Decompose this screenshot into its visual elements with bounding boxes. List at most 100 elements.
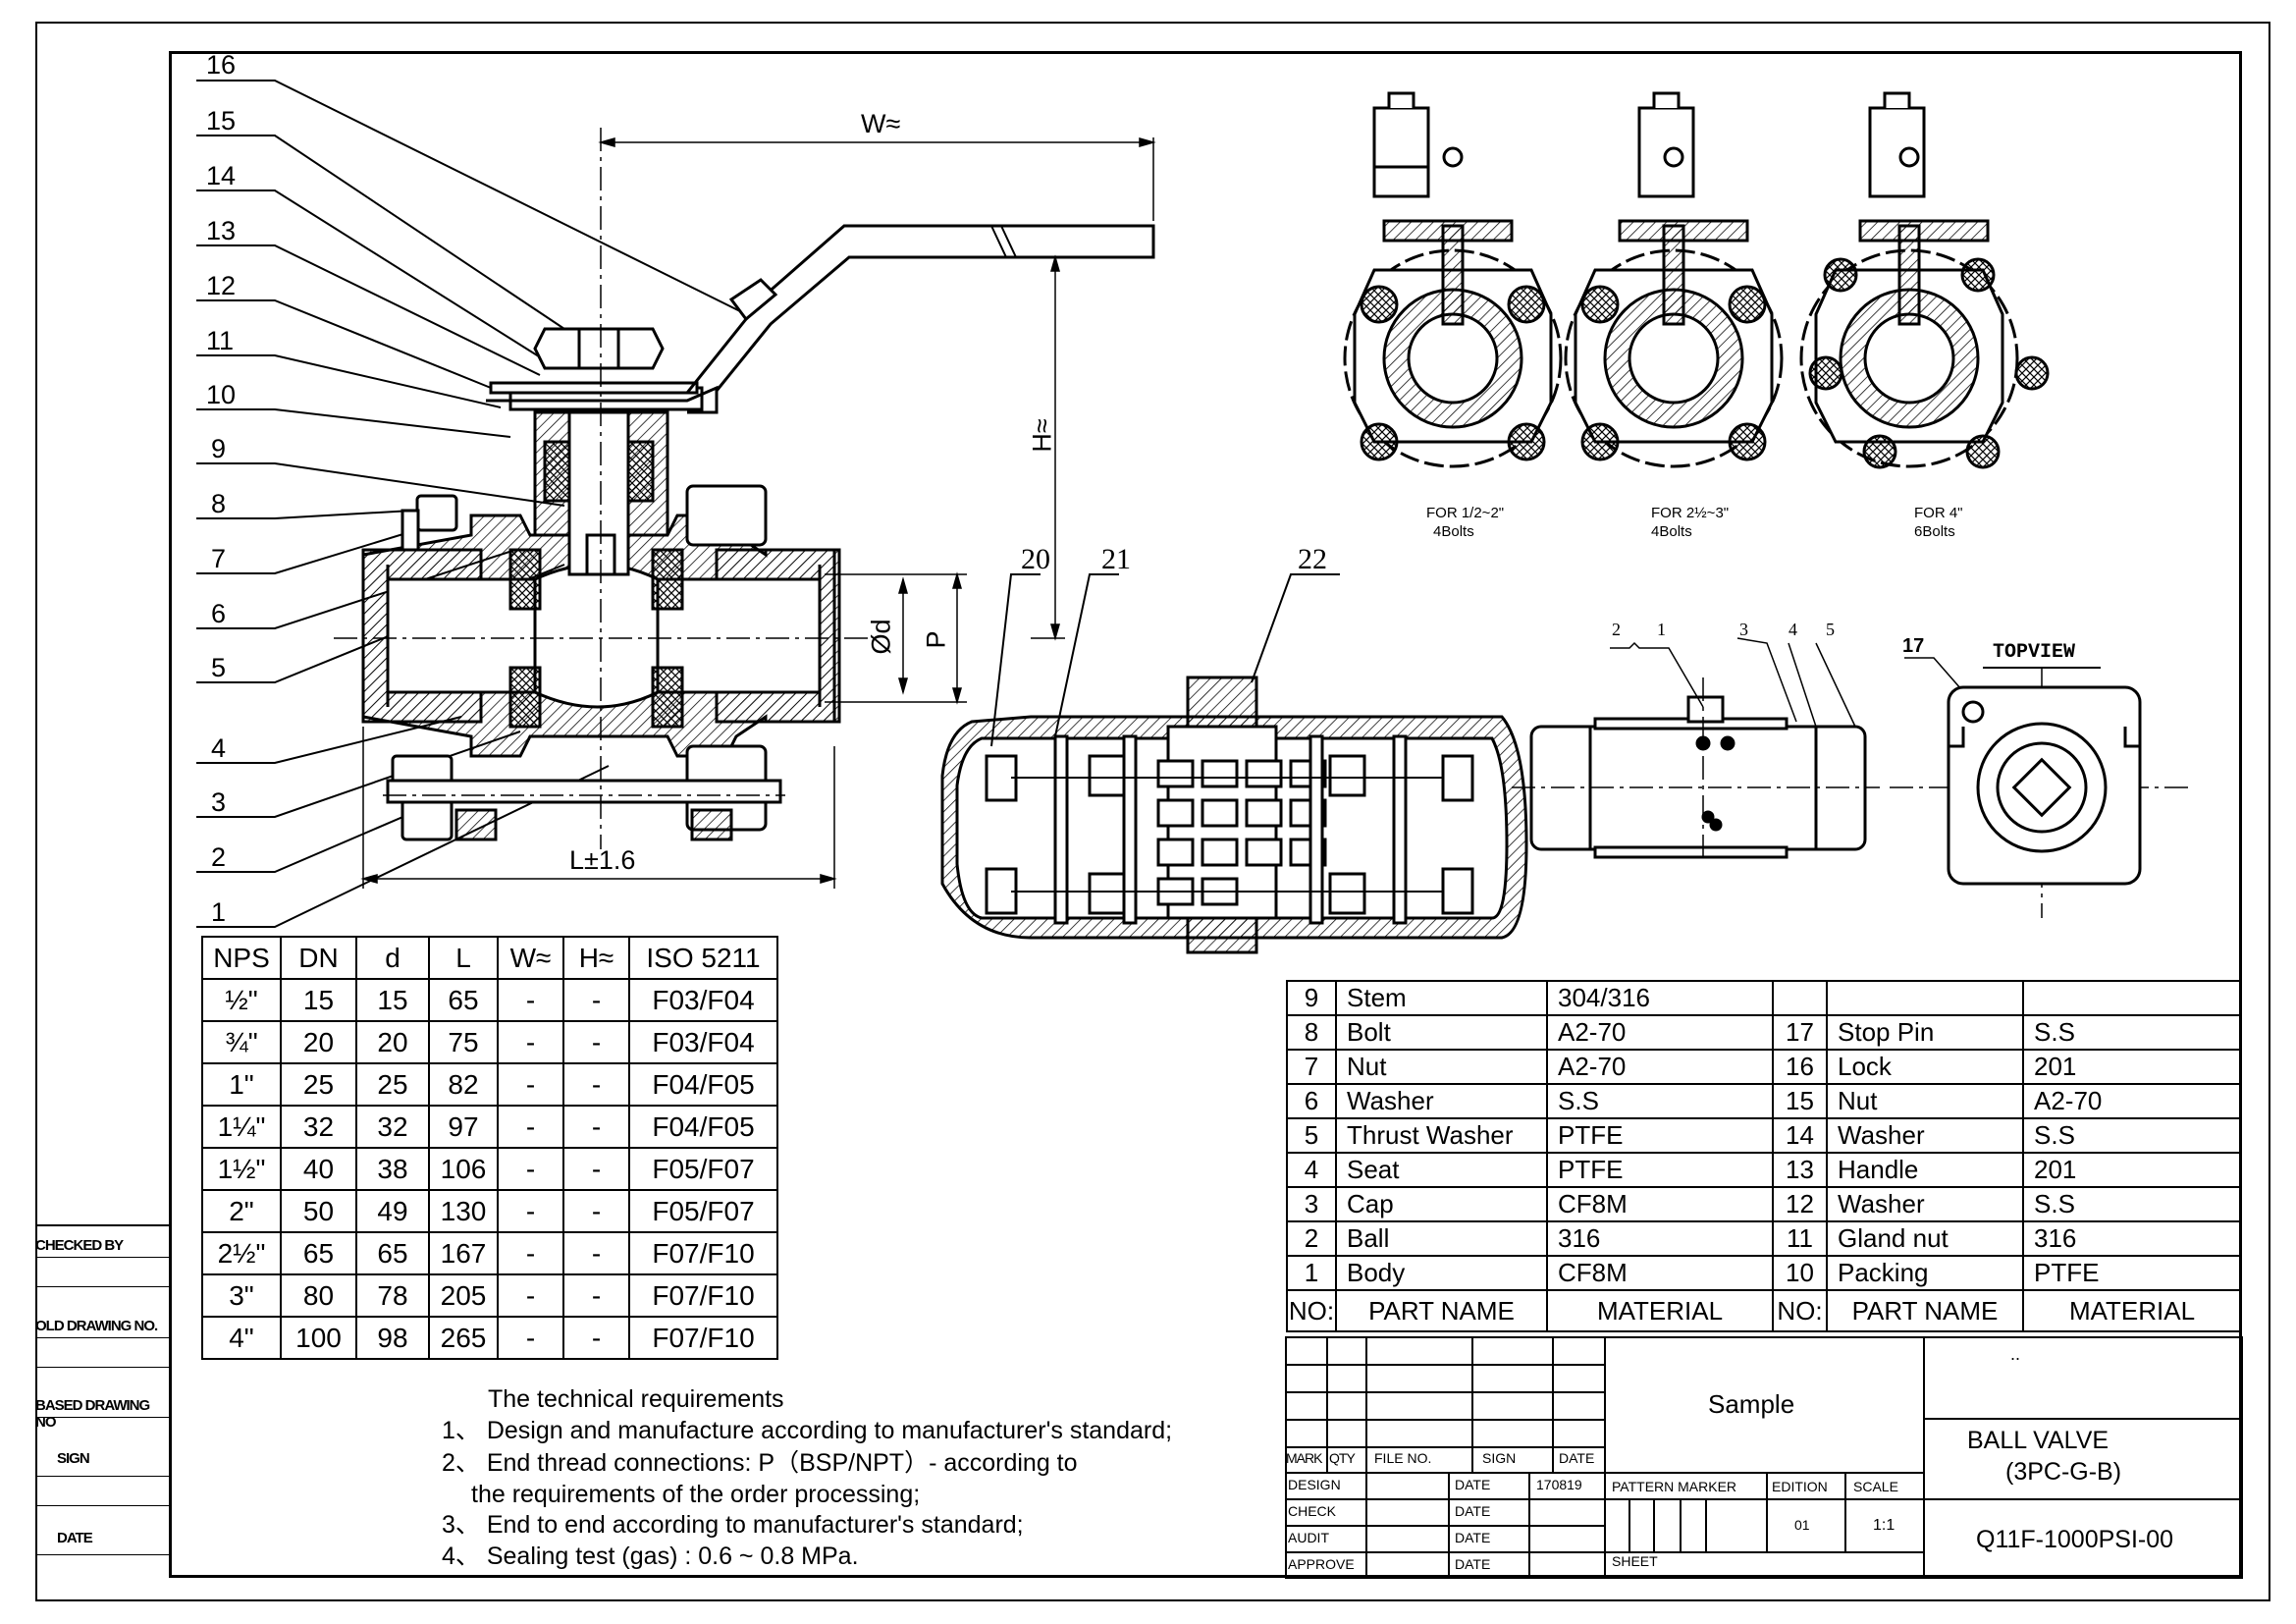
size-cell-nps: ½" — [201, 978, 282, 1022]
side-sign: SIGN — [57, 1450, 90, 1467]
tb-pattern-marker: PATTERN MARKER — [1612, 1479, 1737, 1494]
actuator-side-view — [1529, 695, 1867, 859]
size-cell-d: 20 — [355, 1020, 430, 1064]
size-header-nps: NPS — [201, 936, 282, 980]
part-right-material: S.S — [2022, 1014, 2242, 1051]
drawing-subtitle: (3PC-G-B) — [2005, 1458, 2122, 1486]
callout-5: 5 — [211, 653, 227, 682]
size-cell-h: - — [562, 1147, 630, 1191]
size-cell-l: 75 — [428, 1020, 499, 1064]
tb-mark: MARK — [1286, 1450, 1322, 1466]
part-right-no: 14 — [1772, 1117, 1828, 1154]
callout-6: 6 — [211, 599, 227, 628]
size-header-iso: ISO 5211 — [628, 936, 778, 980]
size-cell-iso: F04/F05 — [628, 1105, 778, 1149]
size-cell-h: - — [562, 1316, 630, 1360]
size-cell-iso: F03/F04 — [628, 978, 778, 1022]
callout-7: 7 — [211, 544, 227, 573]
size-cell-nps: 1½" — [201, 1147, 282, 1191]
size-cell-iso: F07/F10 — [628, 1273, 778, 1318]
size-cell-dn: 80 — [280, 1273, 357, 1318]
part-right-name: Washer — [1826, 1117, 2024, 1154]
size-cell-dn: 100 — [280, 1316, 357, 1360]
part-left-no: 3 — [1286, 1186, 1337, 1222]
size-cell-dn: 20 — [280, 1020, 357, 1064]
side-callout-1: 1 — [1657, 620, 1666, 639]
size-cell-l: 130 — [428, 1189, 499, 1233]
size-cell-iso: F04/F05 — [628, 1062, 778, 1107]
title-dots: .. — [2010, 1344, 2021, 1364]
requirements-title: The technical requirements — [488, 1385, 784, 1413]
part-left-no: 2 — [1286, 1220, 1337, 1257]
actuator-section — [940, 676, 1528, 954]
size-cell-l: 106 — [428, 1147, 499, 1191]
size-cell-w: - — [497, 1316, 564, 1360]
parts-header-material: MATERIAL — [1546, 1289, 1774, 1332]
tb-date-4: DATE — [1455, 1556, 1491, 1572]
tb-date-3: DATE — [1455, 1530, 1491, 1545]
tb-sheet: SHEET — [1612, 1553, 1658, 1569]
variant-3-label: FOR 4" — [1914, 505, 1963, 521]
part-right-material: PTFE — [2022, 1255, 2242, 1291]
size-cell-w: - — [497, 1147, 564, 1191]
callout-1: 1 — [211, 897, 227, 927]
size-cell-l: 82 — [428, 1062, 499, 1107]
side-callout-4: 4 — [1789, 620, 1797, 639]
callout-10: 10 — [206, 380, 237, 409]
part-right-no: 11 — [1772, 1220, 1828, 1257]
size-cell-w: - — [497, 978, 564, 1022]
size-cell-h: - — [562, 1105, 630, 1149]
part-left-no: 1 — [1286, 1255, 1337, 1291]
part-right-name: Washer — [1826, 1186, 2024, 1222]
part-left-material: 316 — [1546, 1220, 1774, 1257]
part-right-material: A2-70 — [2022, 1083, 2242, 1119]
side-callout-2: 2 — [1612, 620, 1621, 639]
callout-2: 2 — [211, 842, 227, 872]
drawing-title: BALL VALVE — [1967, 1427, 2109, 1454]
tb-date-value: 170819 — [1536, 1477, 1582, 1492]
tb-edition: EDITION — [1772, 1479, 1828, 1494]
parts-header-material: MATERIAL — [2022, 1289, 2242, 1332]
part-left-material: PTFE — [1546, 1152, 1774, 1188]
variant-1-label: FOR 1/2~2" — [1426, 505, 1505, 521]
part-left-no: 9 — [1286, 980, 1337, 1016]
size-cell-iso: F05/F07 — [628, 1147, 778, 1191]
size-header-w: W≈ — [497, 936, 564, 980]
drawing-number: Q11F-1000PSI-00 — [1976, 1526, 2174, 1553]
size-cell-nps: 2½" — [201, 1231, 282, 1275]
tb-date-1: DATE — [1455, 1477, 1491, 1492]
tb-approve: APPROVE — [1288, 1556, 1355, 1572]
tb-scale-value: 1:1 — [1873, 1517, 1896, 1534]
part-right-no: 13 — [1772, 1152, 1828, 1188]
size-cell-d: 25 — [355, 1062, 430, 1107]
size-cell-h: - — [562, 1189, 630, 1233]
size-cell-nps: ¾" — [201, 1020, 282, 1064]
size-cell-w: - — [497, 1189, 564, 1233]
callout-4: 4 — [211, 733, 227, 763]
tb-file-no: FILE NO. — [1374, 1450, 1432, 1466]
part-left-material: A2-70 — [1546, 1014, 1774, 1051]
size-cell-l: 265 — [428, 1316, 499, 1360]
part-left-name: Body — [1335, 1255, 1548, 1291]
variant-1-bolts: 4Bolts — [1433, 523, 1474, 540]
handle — [550, 224, 1155, 395]
side-callout-3: 3 — [1739, 620, 1748, 639]
size-cell-w: - — [497, 1105, 564, 1149]
size-cell-nps: 3" — [201, 1273, 282, 1318]
size-cell-w: - — [497, 1062, 564, 1107]
size-cell-w: - — [497, 1231, 564, 1275]
part-left-no: 5 — [1286, 1117, 1337, 1154]
valve-body-section — [361, 327, 841, 841]
part-left-name: Ball — [1335, 1220, 1548, 1257]
